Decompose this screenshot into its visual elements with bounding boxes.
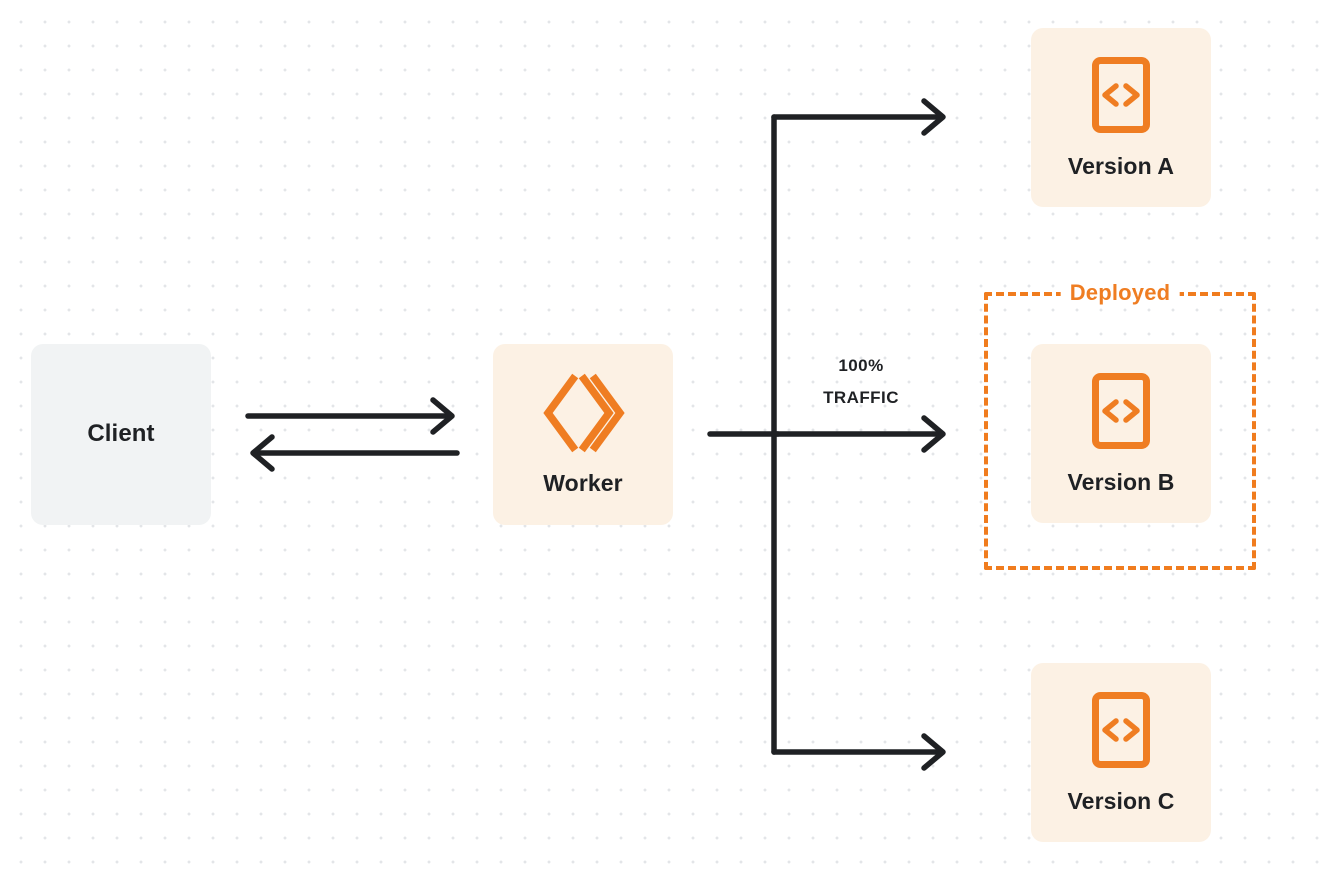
node-worker[interactable]: Worker bbox=[493, 344, 673, 525]
node-version-a-label: Version A bbox=[1067, 152, 1175, 179]
arrow-worker-to-version-c bbox=[771, 733, 946, 771]
node-version-c-label: Version C bbox=[1067, 787, 1175, 814]
node-client-label: Client bbox=[87, 420, 155, 448]
traffic-percent: 100% bbox=[838, 356, 884, 375]
node-version-a[interactable]: Version A bbox=[1031, 28, 1211, 207]
deployed-group-label: Deployed bbox=[1060, 280, 1180, 306]
code-file-icon bbox=[1092, 372, 1150, 449]
node-version-b-label: Version B bbox=[1067, 468, 1175, 495]
node-version-b[interactable]: Version B bbox=[1031, 344, 1211, 523]
node-worker-label: Worker bbox=[543, 469, 623, 496]
arrow-worker-to-version-b bbox=[771, 415, 946, 453]
traffic-label: 100% TRAFFIC bbox=[796, 350, 926, 414]
node-client[interactable]: Client bbox=[31, 344, 211, 525]
cloudflare-workers-logo-icon bbox=[543, 373, 625, 453]
deployed-group: Deployed bbox=[984, 280, 1256, 570]
traffic-unit: TRAFFIC bbox=[823, 388, 899, 407]
arrow-worker-to-client bbox=[250, 434, 460, 472]
arrow-client-to-worker bbox=[245, 397, 455, 435]
code-file-icon bbox=[1092, 691, 1150, 768]
arrow-worker-to-version-a bbox=[771, 98, 946, 136]
node-version-c[interactable]: Version C bbox=[1031, 663, 1211, 842]
code-file-icon bbox=[1092, 56, 1150, 133]
